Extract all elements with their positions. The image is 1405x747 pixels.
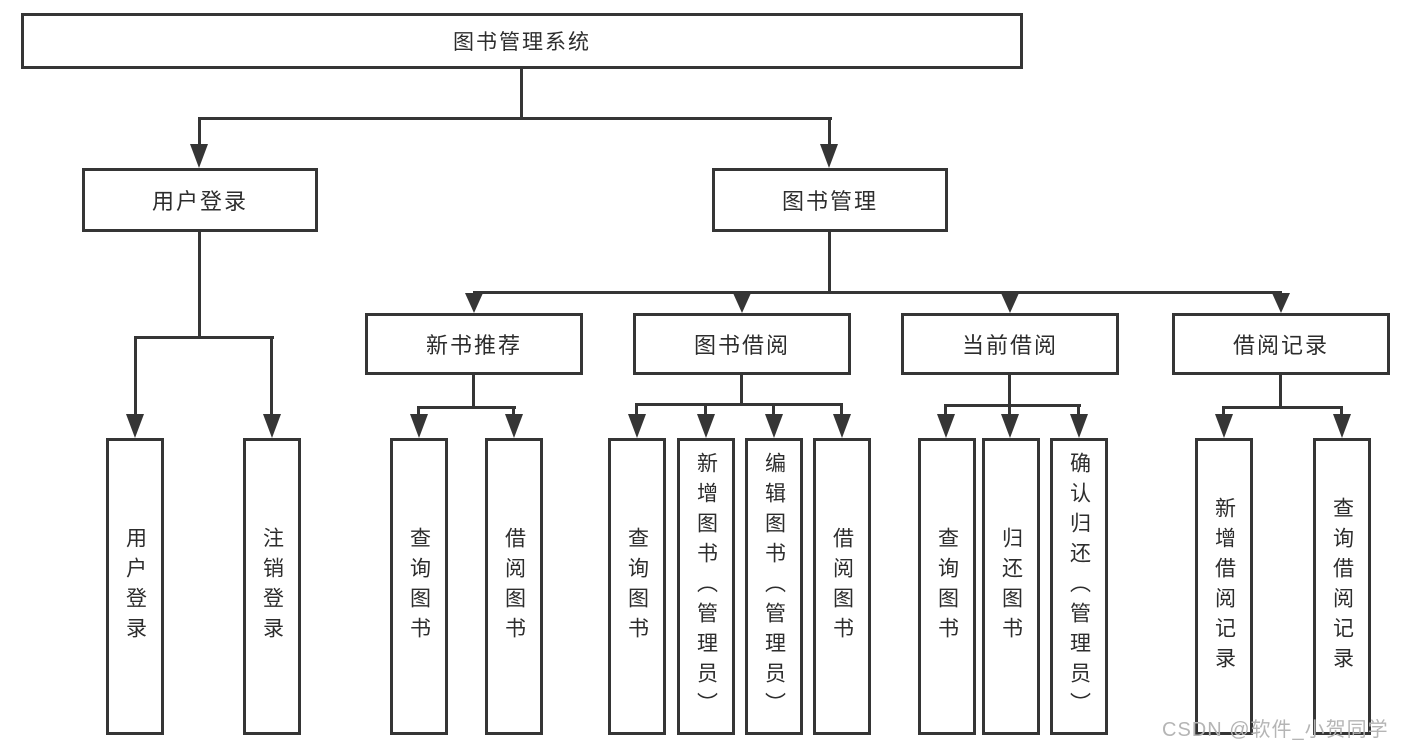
- node-label: 图书管理系统: [453, 31, 591, 54]
- leaf-label: 用户登录: [123, 526, 147, 647]
- connector-line: [1279, 375, 1282, 406]
- arrow-down-icon: [465, 293, 483, 313]
- connector-line: [198, 117, 832, 120]
- leaf-label: 归还图书: [999, 526, 1023, 647]
- node-label: 借阅记录: [1232, 333, 1329, 358]
- node-label: 用户登录: [151, 189, 248, 214]
- arrow-down-icon: [190, 144, 208, 168]
- connector-line: [198, 230, 201, 336]
- connector-line: [828, 230, 831, 293]
- leaf-label: 注销登录: [260, 526, 284, 647]
- arrow-down-icon: [833, 414, 851, 438]
- leaf-label: 确认归还（管理员）: [1067, 451, 1091, 722]
- connector-line: [417, 406, 420, 418]
- connector-line: [740, 375, 743, 405]
- arrow-down-icon: [505, 414, 523, 438]
- arrow-down-icon: [1215, 414, 1233, 438]
- connector-line: [473, 291, 1282, 294]
- leaf-br-query-record: 查询借阅记录: [1313, 438, 1371, 735]
- arrow-down-icon: [263, 414, 281, 438]
- leaf-user-login: 用户登录: [106, 438, 164, 735]
- arrow-down-icon: [1001, 293, 1019, 313]
- node-user-login: 用户登录: [82, 168, 318, 232]
- connector-line: [944, 404, 947, 417]
- leaf-label: 查询图书: [625, 526, 649, 647]
- arrow-down-icon: [733, 293, 751, 313]
- leaf-cb-query-book: 查询图书: [918, 438, 976, 735]
- arrow-down-icon: [1272, 293, 1290, 313]
- connector-line: [840, 403, 843, 417]
- csdn-watermark: CSDN @软件_小贺同学: [1162, 719, 1389, 741]
- leaf-bb-query-book: 查询图书: [608, 438, 666, 735]
- leaf-label: 借阅图书: [830, 526, 854, 647]
- arrow-down-icon: [628, 414, 646, 438]
- connector-line: [134, 336, 137, 416]
- node-label: 图书借阅: [693, 333, 790, 358]
- connector-line: [635, 403, 638, 417]
- connector-line: [1008, 375, 1011, 406]
- node-label: 当前借阅: [961, 333, 1058, 358]
- connector-line: [134, 336, 274, 339]
- leaf-cb-return-book: 归还图书: [982, 438, 1040, 735]
- leaf-label: 查询借阅记录: [1330, 496, 1354, 677]
- node-borrow-record: 借阅记录: [1172, 313, 1390, 375]
- node-book-management: 图书管理: [712, 168, 948, 232]
- arrow-down-icon: [1070, 414, 1088, 438]
- arrow-down-icon: [765, 414, 783, 438]
- connector-line: [270, 336, 273, 416]
- connector-line: [704, 403, 707, 417]
- leaf-bb-borrow-book: 借阅图书: [813, 438, 871, 735]
- connector-line: [944, 404, 1081, 407]
- arrow-down-icon: [410, 414, 428, 438]
- connector-line: [520, 69, 523, 119]
- connector-line: [1008, 404, 1011, 417]
- leaf-label: 借阅图书: [502, 526, 526, 647]
- arrow-down-icon: [126, 414, 144, 438]
- leaf-label: 新增图书（管理员）: [694, 451, 718, 722]
- leaf-bb-add-book-admin: 新增图书（管理员）: [677, 438, 735, 735]
- node-current-borrow: 当前借阅: [901, 313, 1119, 375]
- leaf-nb-query-book: 查询图书: [390, 438, 448, 735]
- leaf-label: 新增借阅记录: [1212, 496, 1236, 677]
- leaf-nb-borrow-book: 借阅图书: [485, 438, 543, 735]
- node-label: 图书管理: [781, 189, 878, 214]
- node-root-library-system: 图书管理系统: [21, 13, 1023, 69]
- leaf-label: 查询图书: [935, 526, 959, 647]
- leaf-logout: 注销登录: [243, 438, 301, 735]
- arrow-down-icon: [937, 414, 955, 438]
- arrow-down-icon: [1333, 414, 1351, 438]
- connector-line: [828, 117, 831, 147]
- connector-line: [1222, 406, 1225, 418]
- connector-line: [512, 406, 515, 418]
- node-new-book-recommend: 新书推荐: [365, 313, 583, 375]
- arrow-down-icon: [697, 414, 715, 438]
- leaf-bb-edit-book-admin: 编辑图书（管理员）: [745, 438, 803, 735]
- connector-line: [417, 406, 516, 409]
- leaf-label: 查询图书: [407, 526, 431, 647]
- arrow-down-icon: [1001, 414, 1019, 438]
- arrow-down-icon: [820, 144, 838, 168]
- leaf-cb-confirm-return-admin: 确认归还（管理员）: [1050, 438, 1108, 735]
- connector-line: [635, 403, 843, 406]
- node-book-borrow: 图书借阅: [633, 313, 851, 375]
- connector-line: [772, 403, 775, 417]
- node-label: 新书推荐: [425, 333, 522, 358]
- leaf-label: 编辑图书（管理员）: [762, 451, 786, 722]
- connector-line: [198, 117, 201, 147]
- connector-line: [1077, 404, 1080, 417]
- connector-line: [1340, 406, 1343, 418]
- connector-line: [1222, 406, 1343, 409]
- connector-line: [472, 375, 475, 406]
- leaf-br-add-record: 新增借阅记录: [1195, 438, 1253, 735]
